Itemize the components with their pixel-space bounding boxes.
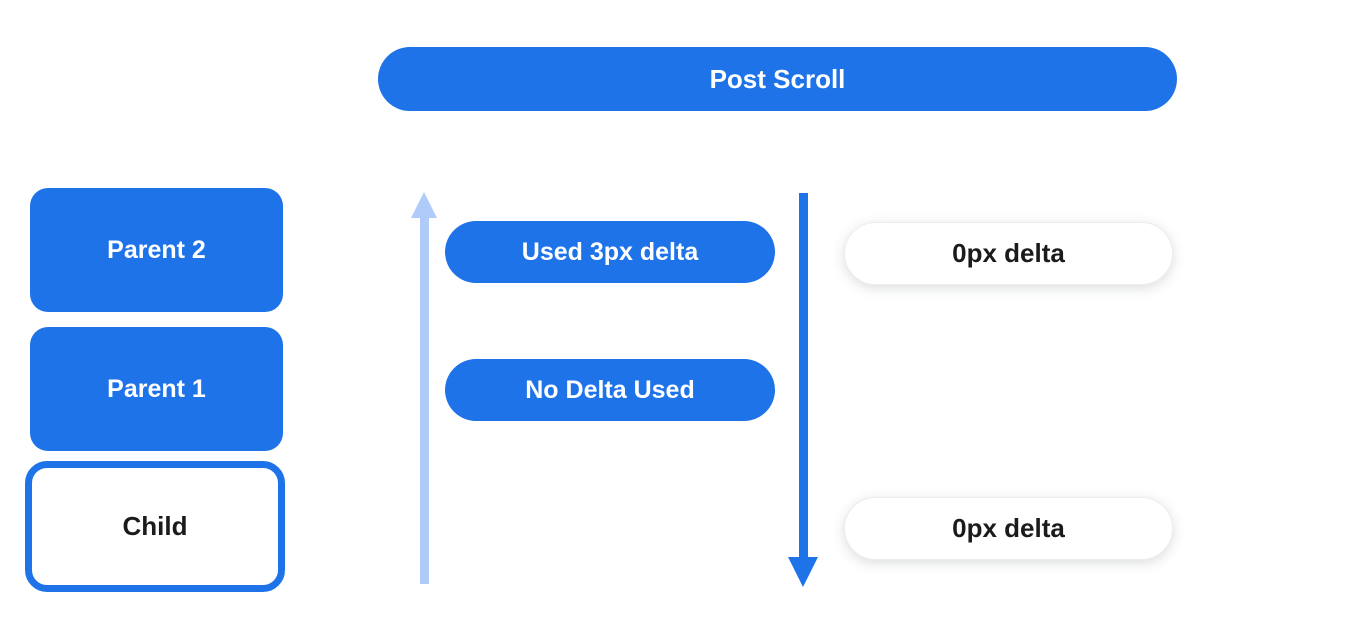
arrow-down-shaft (798, 193, 808, 557)
arrow-down-head (788, 557, 818, 587)
node-parent-1: Parent 1 (30, 327, 283, 451)
pill-used-delta-label: Used 3px delta (521, 237, 699, 266)
pill-no-delta-label: No Delta Used (525, 375, 695, 404)
arrow-up-shaft (419, 218, 429, 584)
title-banner: Post Scroll (378, 47, 1177, 111)
node-parent-1-label: Parent 1 (107, 374, 206, 403)
node-parent-2-label: Parent 2 (107, 235, 206, 264)
pill-zero-delta-bottom-label: 0px delta (952, 513, 1065, 543)
arrow-down-icon (788, 193, 818, 587)
node-child-label: Child (122, 511, 188, 541)
arrow-up-head (411, 192, 437, 218)
pill-zero-delta-bottom: 0px delta (844, 497, 1173, 560)
pill-zero-delta-top: 0px delta (844, 222, 1173, 285)
node-child: Child (25, 461, 285, 592)
pill-used-delta: Used 3px delta (445, 221, 775, 283)
pill-no-delta: No Delta Used (445, 359, 775, 421)
node-parent-2: Parent 2 (30, 188, 283, 312)
arrow-up-icon (411, 192, 437, 584)
pill-zero-delta-top-label: 0px delta (952, 238, 1065, 268)
title-banner-label: Post Scroll (709, 63, 846, 94)
